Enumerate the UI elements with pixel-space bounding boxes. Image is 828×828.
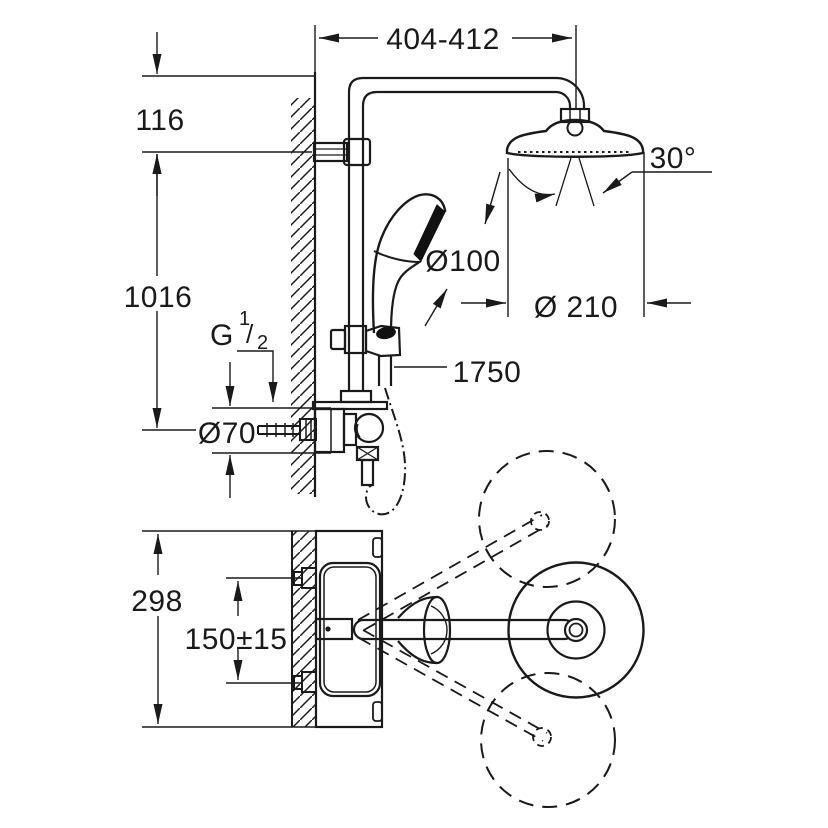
dim-body-height-label: 298 [131, 585, 183, 618]
swivel-position-upper [357, 450, 616, 631]
valve-knob [353, 412, 385, 444]
thread-numerator: 1 [239, 308, 250, 330]
swivel-position-lower [358, 629, 616, 808]
thread-prefix: G [210, 319, 234, 352]
spray-cone-line [555, 157, 572, 207]
dimension-lines [142, 25, 712, 728]
dim-thread-label: G 1 / 2 [210, 308, 268, 354]
escutcheon-plan [318, 561, 382, 698]
spray-cone-line [578, 157, 595, 207]
dim-head-shower-diameter-label: Ø 210 [534, 291, 618, 324]
rail-base-collar [339, 389, 373, 404]
hand-shower [371, 193, 447, 334]
thread-slash: / [246, 319, 254, 349]
swivel-arm-plan [352, 618, 576, 641]
dim-wall-offset-label: 116 [135, 104, 184, 137]
hand-shower-holder [329, 324, 402, 386]
dim-supply-spacing-label: 150±15 [185, 623, 288, 656]
arm-nut [559, 107, 591, 124]
plan-view [291, 450, 645, 808]
shower-rail [312, 76, 586, 392]
arm-bracket-plan [314, 617, 354, 641]
hose-outlet [360, 458, 375, 487]
dim-escutcheon-diameter-label: Ø70 [198, 417, 256, 450]
thermostat-valve [311, 389, 389, 487]
dim-hose-length-label: 1750 [453, 356, 522, 389]
wall-union [313, 407, 346, 454]
hand-shower-face [413, 204, 446, 262]
thread-denominator: 2 [257, 332, 268, 354]
rail-collar [342, 137, 372, 167]
dim-spray-angle-label: 30° [650, 142, 697, 175]
wall-bracket [312, 141, 349, 163]
front-view [257, 72, 645, 516]
dim-top-width-label: 404-412 [386, 23, 500, 56]
supply-nipple [257, 418, 317, 441]
dim-rail-height-label: 1016 [124, 281, 193, 314]
head-shower-plan [507, 561, 645, 699]
dim-hand-shower-diameter-label: Ø100 [425, 245, 500, 278]
plan-wall-hatch [291, 531, 317, 727]
base-plate [311, 400, 389, 411]
shower-hose [364, 387, 407, 516]
hand-shower-plan [397, 595, 452, 665]
dimension-labels: 404-412 116 1016 Ø70 G 1 / 2 Ø100 Ø 210 … [124, 23, 697, 656]
head-shower [505, 107, 645, 207]
